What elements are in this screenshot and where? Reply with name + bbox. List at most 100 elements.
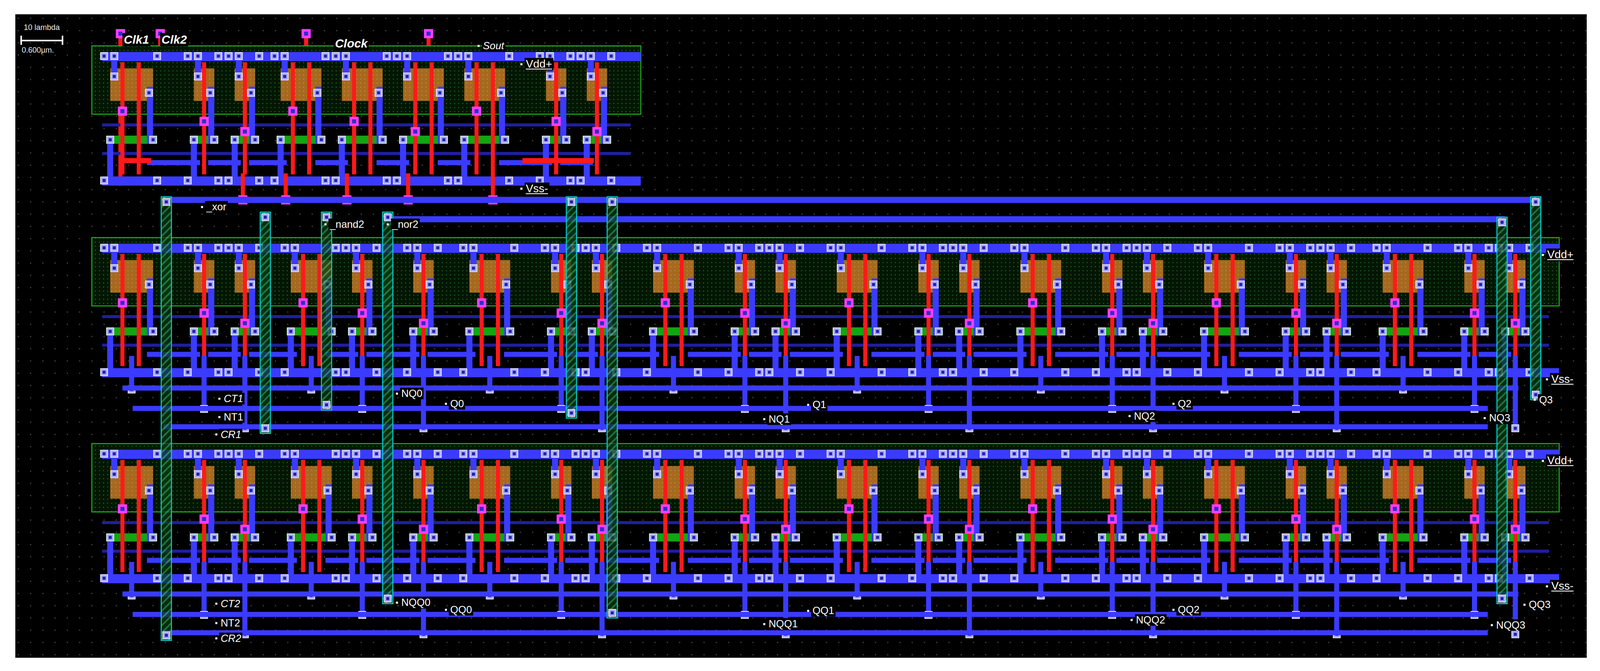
contact-cut [502,280,510,289]
signal-label: Vdd+ [1546,248,1575,262]
signal-label: Q3 [1537,394,1555,406]
contact-core [1466,472,1470,476]
contact-core [1456,576,1460,580]
contact-core [226,179,230,183]
contact-core [1284,535,1288,539]
poly-contact [357,308,367,318]
poly-contact-core [1513,321,1518,326]
metal1-wire [191,537,198,581]
contact-core [839,472,843,476]
label-anchor [386,223,389,226]
contact-cut [1302,534,1310,542]
contact-cut [440,136,448,144]
poly-contact-core [1334,321,1340,326]
poly-contact [117,504,127,514]
contact-cut [469,244,478,252]
contact-core [1196,452,1200,456]
metal1-wire [466,537,473,581]
contact-core [589,74,593,78]
poly-contact-core [783,321,789,326]
contact-cut [280,450,289,458]
contact-core [330,535,334,539]
contact-cut [643,368,651,377]
contact-cut [1282,534,1290,542]
contact-cut [567,409,576,417]
contact-core [503,138,507,142]
contact-core [237,246,241,250]
contact-core [794,535,798,539]
contact-cut [551,470,559,478]
poly-gate [847,253,852,367]
contact-cut [255,52,263,60]
signal-label: Vss- [1549,373,1575,386]
contact-cut [1061,368,1069,377]
contact-core [933,283,937,287]
contact-cut [1306,244,1314,252]
contact-cut [1282,328,1290,336]
poly-contact [1510,318,1520,328]
contact-cut [837,244,845,252]
contact-cut [735,244,743,252]
n-diffusion [286,533,336,542]
contact-core [471,246,475,250]
contact-cut [153,176,162,185]
contact-cut [403,574,411,583]
contact-core [584,370,588,374]
contact-core [1165,576,1169,580]
contact-core [727,452,731,456]
poly-contact-core [1030,507,1035,512]
contact-cut [796,574,804,583]
contact-core [155,246,159,250]
poly-contact [423,29,433,39]
contact-core [237,472,241,476]
contact-core [1345,329,1349,333]
contact-cut [1423,368,1432,377]
contact-cut [1020,244,1029,252]
contact-core [405,54,409,58]
contact-core [1161,329,1165,333]
contact-core [590,329,594,333]
poly-contact-core [1334,527,1340,532]
poly-contact-core [847,507,852,512]
contact-cut [1204,264,1212,272]
signal-label: 10 lambda [22,23,61,33]
contact-core [543,576,547,580]
contact-cut [1419,328,1427,336]
poly-contact-core [479,507,484,512]
contact-cut [751,534,759,542]
contact-core [941,576,945,580]
poly-gate [1334,459,1340,573]
poly-contact-core [426,31,431,36]
contact-cut [1276,368,1284,377]
poly-gate [679,459,684,573]
contact-core [1165,452,1169,456]
signal-label: CR1 [219,428,243,441]
contact-core [112,246,116,250]
contact-cut [1525,450,1534,458]
contact-cut [582,368,590,377]
label-anchor [807,403,810,406]
contact-core [1534,393,1538,397]
contact-core [1534,200,1538,204]
contact-cut [247,89,255,97]
contact-cut [434,368,442,377]
poly-contact-core [413,129,418,134]
signal-label: Q2 [1176,397,1193,410]
contact-core [151,138,155,142]
contact-core [216,452,220,456]
contact-cut [1122,244,1131,252]
contact-core [1135,576,1139,580]
metal1-wire [1461,537,1468,581]
contact-cut [1379,534,1387,542]
contact-core [1120,535,1124,539]
contact-core [1239,489,1243,493]
contact-core [112,266,116,270]
scale-bar [20,39,64,42]
contact-core [1125,576,1129,580]
metal1-wire [349,537,356,581]
contact-cut [393,52,401,60]
contact-core [323,54,327,58]
metal1-wire [588,331,595,375]
contact-cut [1163,450,1171,458]
poly-contact [1332,524,1342,534]
